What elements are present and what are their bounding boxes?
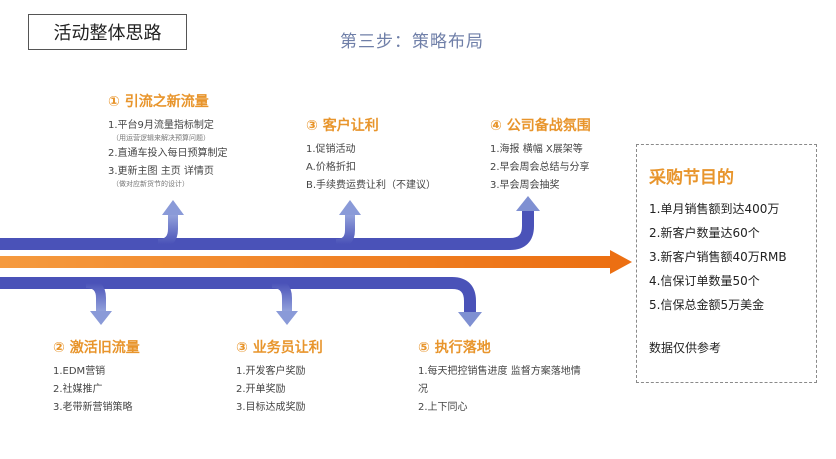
list-item: 3.更新主图 主页 详情页（做对应新货节的设计）: [108, 163, 228, 190]
list-item: 1.每天把控销售进度 监督方案落地情况: [418, 366, 581, 395]
block-heading: ① 引流之新流量: [108, 94, 209, 110]
goal-disclaimer: 数据仅供参考: [649, 341, 722, 355]
main-orange-arrow: [0, 250, 632, 274]
list-item: 2.开单奖励: [236, 384, 286, 395]
upper-flow-band: [0, 196, 540, 250]
list-item: 2.社媒推广: [53, 384, 103, 395]
branch-up-3-head: [516, 196, 540, 211]
main-arrow-head: [610, 250, 632, 274]
list-item: 1.EDM营销: [53, 366, 106, 377]
list-item: 2.直通车投入每日预算制定: [108, 148, 228, 159]
block-heading: ③ 业务员让利: [236, 340, 323, 356]
goal-heading: 采购节目的: [649, 168, 734, 188]
block-customer-benefit: ③ 客户让利 1.促销活动 A.价格折扣 B.手续费运费让利（不建议）: [306, 115, 436, 195]
branch-down-1: [85, 278, 106, 312]
main-arrow-shaft: [0, 256, 612, 268]
list-item: 2.早会周会总结与分享: [490, 162, 590, 173]
item-note: （用运营逻辑来解决预算问题）: [112, 134, 210, 142]
lower-band-line: [0, 277, 476, 314]
list-item: 1.平台9月流量指标制定（用运营逻辑来解决预算问题）: [108, 117, 228, 144]
goal-panel: 采购节目的 1.单月销售额到达400万 2.新客户数量达60个 3.新客户销售额…: [636, 144, 817, 383]
block-heading: ⑤ 执行落地: [418, 340, 491, 356]
goal-item: 1.单月销售额到达400万: [649, 202, 780, 216]
branch-up-1-head: [162, 200, 184, 215]
block-item-list: 1.海报 横幅 X展架等 2.早会周会总结与分享 3.早会周会抽奖: [490, 141, 591, 195]
list-item: B.手续费运费让利（不建议）: [306, 180, 437, 191]
branch-down-1-head: [90, 311, 112, 325]
goal-item: 3.新客户销售额40万RMB: [649, 250, 787, 264]
goal-list: 1.单月销售额到达400万 2.新客户数量达60个 3.新客户销售额40万RMB…: [649, 197, 804, 317]
branch-up-2-head: [339, 200, 361, 215]
item-note: （做对应新货节的设计）: [112, 180, 189, 188]
block-company-atmosphere: ④ 公司备战氛围 1.海报 横幅 X展架等 2.早会周会总结与分享 3.早会周会…: [490, 115, 591, 195]
block-item-list: 1.EDM营销 2.社媒推广 3.老带新营销策略: [53, 363, 140, 417]
goal-item: 2.新客户数量达60个: [649, 226, 760, 240]
list-item: 1.海报 横幅 X展架等: [490, 144, 583, 155]
upper-band-line: [0, 210, 534, 250]
list-item: A.价格折扣: [306, 162, 356, 173]
list-item: 1.促销活动: [306, 144, 356, 155]
block-new-traffic: ① 引流之新流量 1.平台9月流量指标制定（用运营逻辑来解决预算问题） 2.直通…: [108, 91, 228, 191]
block-item-list: 1.平台9月流量指标制定（用运营逻辑来解决预算问题） 2.直通车投入每日预算制定…: [108, 117, 228, 190]
branch-down-2: [271, 278, 292, 312]
page-title: 活动整体思路: [28, 14, 187, 50]
lower-flow-band: [0, 277, 482, 327]
list-item: 1.开发客户奖励: [236, 366, 306, 377]
block-item-list: 1.开发客户奖励 2.开单奖励 3.目标达成奖励: [236, 363, 323, 417]
branch-down-2-head: [276, 311, 298, 325]
step-subtitle: 第三步：策略布局: [340, 32, 484, 52]
block-item-list: 1.促销活动 A.价格折扣 B.手续费运费让利（不建议）: [306, 141, 436, 195]
branch-down-3-head: [458, 312, 482, 327]
goal-item: 4.信保订单数量50个: [649, 274, 760, 288]
block-sales-staff-benefit: ③ 业务员让利 1.开发客户奖励 2.开单奖励 3.目标达成奖励: [236, 337, 323, 417]
list-item: 3.目标达成奖励: [236, 402, 306, 413]
goal-item: 5.信保总金额5万美金: [649, 298, 765, 312]
block-execution: ⑤ 执行落地 1.每天把控销售进度 监督方案落地情况 2.上下同心: [418, 337, 590, 417]
list-item: 3.早会周会抽奖: [490, 180, 560, 191]
branch-up-2: [335, 214, 355, 249]
block-item-list: 1.每天把控销售进度 监督方案落地情况 2.上下同心: [418, 363, 590, 417]
list-item: 3.老带新营销策略: [53, 402, 133, 413]
list-item: 2.上下同心: [418, 402, 468, 413]
block-old-traffic: ② 激活旧流量 1.EDM营销 2.社媒推广 3.老带新营销策略: [53, 337, 140, 417]
block-heading: ③ 客户让利: [306, 118, 379, 134]
block-heading: ④ 公司备战氛围: [490, 118, 591, 134]
branch-up-1: [157, 214, 178, 249]
block-heading: ② 激活旧流量: [53, 340, 140, 356]
